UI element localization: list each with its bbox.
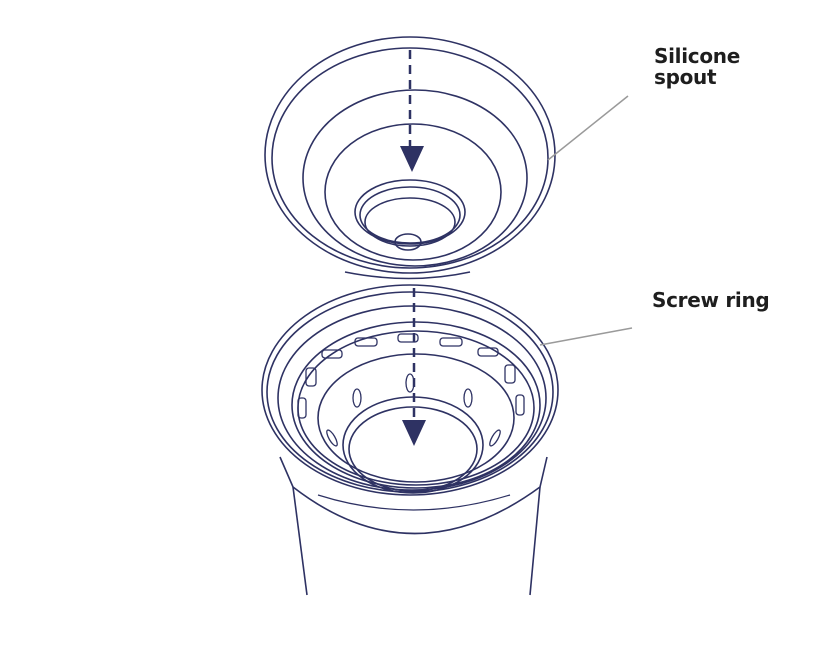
ring-slots — [297, 333, 525, 447]
ring-leader-line — [539, 327, 633, 346]
leader-lines — [539, 95, 633, 346]
direction-arrows — [400, 50, 426, 446]
cup-body — [279, 456, 548, 596]
label-silicone-spout: Silicone spout — [654, 46, 740, 88]
label-screw-ring: Screw ring — [652, 288, 770, 312]
arrow-down-icon — [400, 146, 424, 172]
spout-leader-line — [547, 95, 629, 161]
label-line: spout — [654, 65, 717, 89]
spout-hole — [394, 233, 422, 251]
screw-ring — [261, 284, 559, 496]
arrow-down-icon — [402, 420, 426, 446]
silicone-spout — [264, 36, 556, 280]
label-line: Silicone — [654, 44, 740, 68]
